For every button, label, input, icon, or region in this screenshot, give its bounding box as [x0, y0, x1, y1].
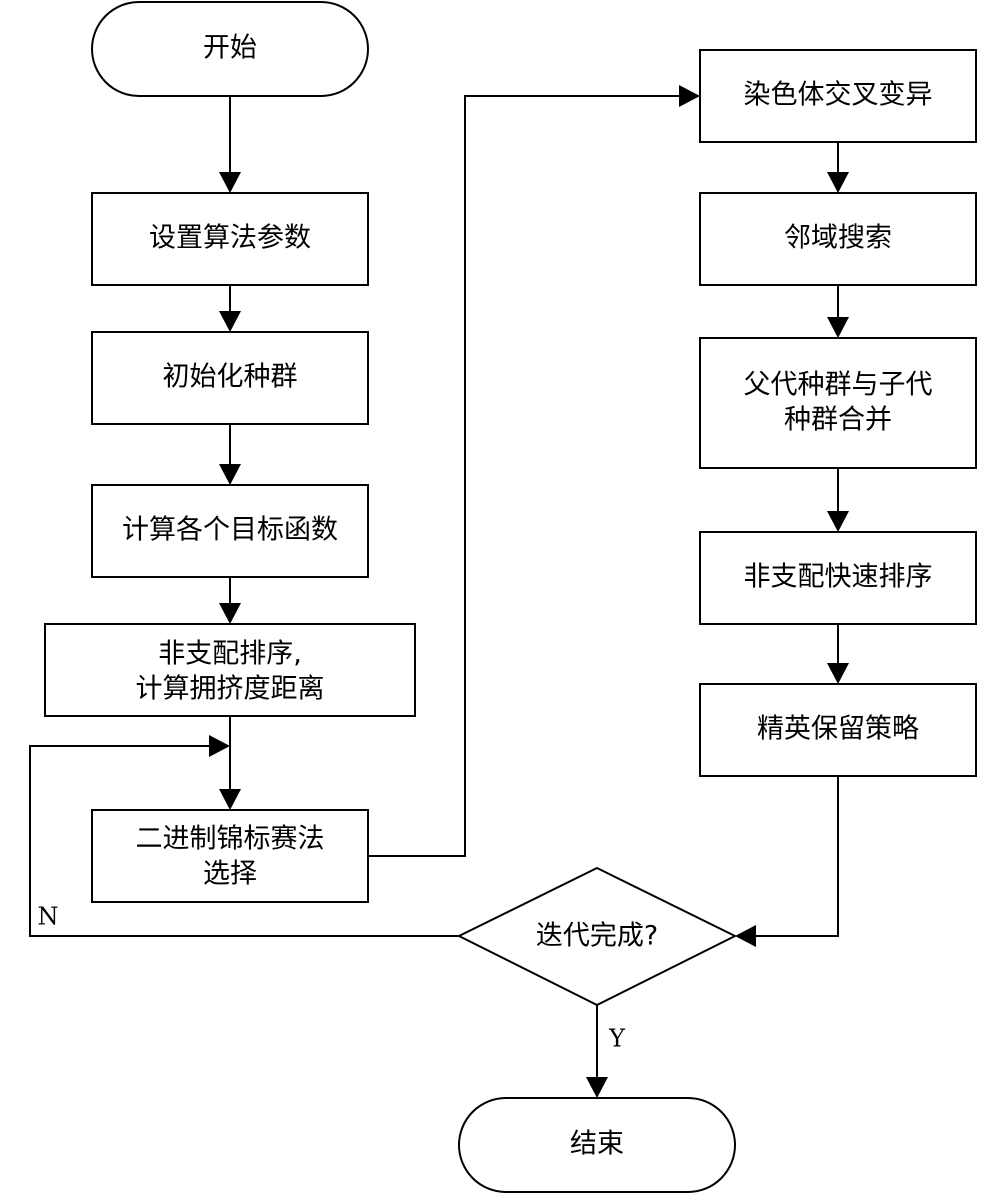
- arrowhead-end: [586, 1077, 608, 1098]
- tournament-select-box: [91, 809, 369, 903]
- neighborhood-search-label: 邻域搜索: [784, 223, 892, 254]
- set-params-label: 设置算法参数: [149, 223, 311, 254]
- arrowhead-loop-back: [209, 735, 230, 757]
- arrowhead-merge: [827, 317, 849, 338]
- arrowhead-sort: [219, 603, 241, 624]
- calc-objectives-label: 计算各个目标函数: [122, 515, 338, 546]
- merge-population-label-2: 种群合并: [784, 405, 892, 436]
- iteration-done-label: 迭代完成?: [536, 921, 658, 952]
- end-label: 结束: [570, 1129, 624, 1160]
- edge-elitism-to-decision: [756, 776, 839, 937]
- arrowhead-calc: [219, 464, 241, 485]
- arrowhead-select: [219, 789, 241, 810]
- neighborhood-search-box: [699, 192, 977, 286]
- arrowhead-search: [827, 172, 849, 193]
- edge-select-to-crossover: [368, 95, 679, 857]
- edge-label-no: N: [38, 903, 59, 931]
- fast-nondominated-sort-box: [699, 531, 977, 625]
- edge-loop-back-no: [29, 745, 459, 937]
- arrowhead-init: [219, 311, 241, 332]
- calc-objectives-box: [91, 484, 369, 578]
- start-label: 开始: [203, 33, 257, 64]
- arrowhead-fast-sort: [827, 511, 849, 532]
- nondominated-sort-label-1: 非支配排序,: [158, 639, 302, 670]
- merge-population-label-1: 父代种群与子代: [744, 370, 933, 401]
- elitism-label: 精英保留策略: [757, 714, 919, 745]
- arrowhead-set-params: [219, 172, 241, 193]
- nondominated-sort-label-2: 计算拥挤度距离: [136, 674, 325, 705]
- arrowhead-decision: [735, 925, 756, 947]
- set-params-box: [91, 192, 369, 286]
- init-population-label: 初始化种群: [163, 362, 298, 393]
- edge-label-yes: Y: [608, 1025, 626, 1053]
- crossover-mutation-label: 染色体交叉变异: [744, 80, 933, 111]
- arrowhead-elitism: [827, 663, 849, 684]
- elitism-box: [699, 683, 977, 777]
- fast-nondominated-sort-label: 非支配快速排序: [744, 562, 933, 593]
- arrowhead-crossover: [679, 85, 700, 107]
- tournament-select-label-2: 选择: [203, 859, 257, 890]
- merge-population-box: [699, 337, 977, 469]
- tournament-select-label-1: 二进制锦标赛法: [136, 824, 325, 855]
